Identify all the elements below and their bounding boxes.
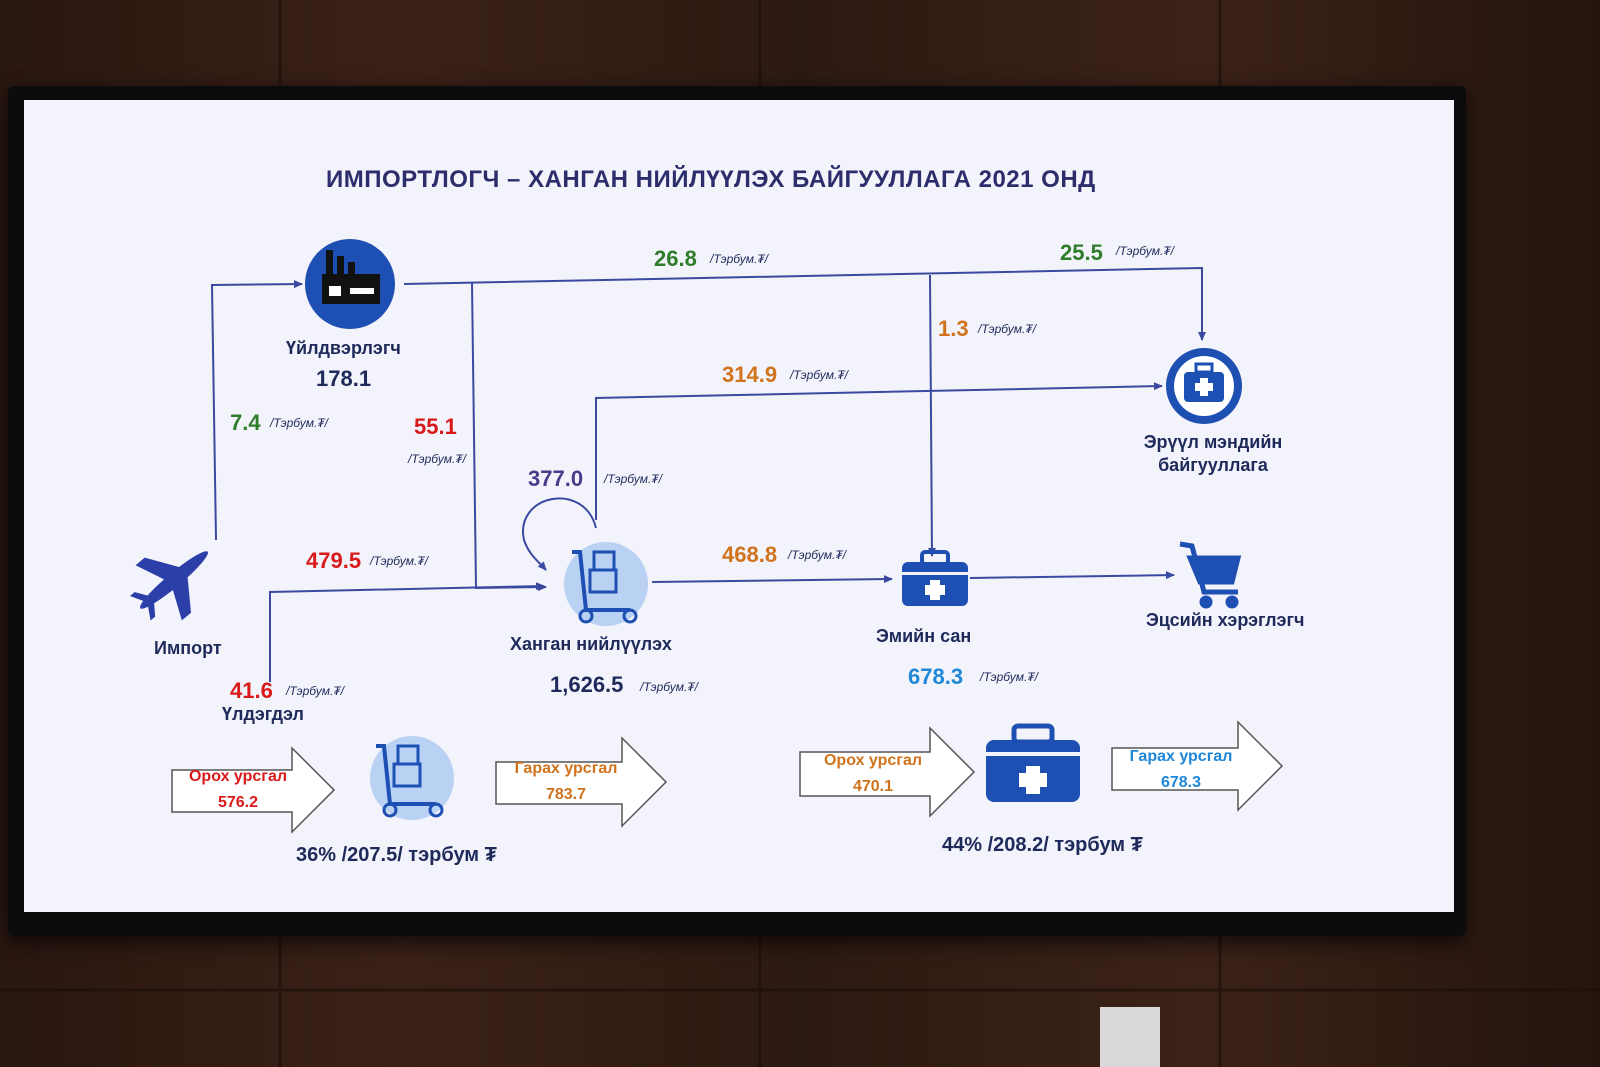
flow-value-pharmacy-health: 1.3 [938, 316, 969, 341]
remainder-label: Үлдэгдэл [222, 704, 304, 724]
producer-value: 178.1 [316, 366, 372, 391]
flow-pharmacy-vertical [927, 274, 936, 557]
remainder-value: 41.6 [230, 678, 273, 703]
flow-supplier-self [522, 497, 597, 571]
flow-value-top-right: 25.5 [1060, 240, 1103, 265]
health-org-label-line1: Эрүүл мэндийн [1143, 432, 1283, 452]
outflow-arrow-left [495, 736, 668, 828]
flow-producer-top [403, 266, 1206, 341]
slide-title: ИМПОРТЛОГЧ – ХАНГАН НИЙЛҮҮЛЭХ БАЙГУУЛЛАГ… [326, 166, 1096, 193]
flow-value-supplier-health: 314.9 [722, 362, 778, 387]
flow-unit: /Тэрбум.₮/ [604, 472, 662, 486]
medical-kit-icon [902, 550, 968, 606]
outflow-label-left: Гарах урсгал [514, 760, 618, 777]
flow-unit: /Тэрбум.₮/ [408, 452, 466, 466]
import-label: Импорт [154, 638, 222, 658]
producer-label: Үйлдвэрлэгч [286, 338, 401, 358]
presentation-slide: ИМПОРТЛОГЧ – ХАНГАН НИЙЛҮҮЛЭХ БАЙГУУЛЛАГ… [24, 100, 1454, 912]
first-aid-icon [1166, 348, 1242, 424]
supplier-value: 1,626.5 [550, 672, 624, 697]
flow-supplier-pharmacy [651, 575, 893, 584]
flow-diagram [130, 239, 1284, 834]
flow-unit: /Тэрбум.₮/ [370, 554, 428, 568]
flow-value-supplier-pharmacy: 468.8 [722, 542, 778, 567]
flow-unit: /Тэрбум.₮/ [640, 680, 698, 694]
pharmacy-label: Эмийн сан [876, 626, 972, 646]
hand-truck-icon [564, 542, 648, 626]
airplane-icon [130, 551, 209, 621]
flow-unit: /Тэрбум.₮/ [286, 684, 344, 698]
inflow-value-right: 470.1 [852, 778, 894, 795]
summary-right: 44% /208.2/ тэрбум ₮ [942, 834, 1143, 856]
outflow-label-right: Гарах урсгал [1129, 748, 1233, 765]
flow-unit: /Тэрбум.₮/ [270, 416, 328, 430]
flow-value-import-supplier: 479.5 [306, 548, 362, 573]
factory-icon [305, 239, 395, 329]
flow-import-supplier [269, 582, 545, 682]
flow-unit: /Тэрбум.₮/ [978, 322, 1036, 336]
flow-supplier-health [595, 382, 1163, 520]
flow-import-producer [210, 280, 303, 541]
flow-unit: /Тэрбум.₮/ [1116, 244, 1174, 258]
summary-left: 36% /207.5/ тэрбум ₮ [296, 844, 497, 866]
flow-value-producer-top: 26.8 [654, 246, 697, 271]
health-org-label-line2: байгууллага [1158, 455, 1268, 475]
inflow-label-left: Орох урсгал [188, 768, 288, 785]
outflow-value-right: 678.3 [1160, 774, 1202, 791]
flow-pharmacy-consumer [969, 571, 1175, 580]
inflow-arrow-left [171, 746, 336, 834]
flow-unit: /Тэрбум.₮/ [710, 252, 768, 266]
consumer-label: Эцсийн хэрэглэгч [1146, 610, 1305, 630]
pharmacy-value: 678.3 [908, 664, 964, 689]
flow-value-supplier-self: 377.0 [528, 466, 584, 491]
flow-producer-supplier [471, 282, 547, 592]
outflow-arrow-right [1111, 720, 1284, 812]
inflow-value-left: 576.2 [217, 794, 259, 811]
supplier-label: Ханган нийлүүлэх [510, 634, 672, 654]
flow-unit: /Тэрбум.₮/ [788, 548, 846, 562]
tv-stand [1100, 1007, 1160, 1067]
flow-unit: /Тэрбум.₮/ [980, 670, 1038, 684]
medical-kit-icon-bottom [986, 723, 1080, 802]
flow-value-producer-supplier: 55.1 [414, 414, 457, 439]
outflow-value-left: 783.7 [545, 786, 587, 803]
inflow-arrow-right [799, 726, 976, 818]
flow-value-import-producer: 7.4 [230, 410, 261, 435]
inflow-label-right: Орох урсгал [823, 752, 923, 769]
flow-unit: /Тэрбум.₮/ [790, 368, 848, 382]
shopping-cart-icon [1179, 541, 1242, 609]
hand-truck-icon-bottom [370, 736, 454, 820]
